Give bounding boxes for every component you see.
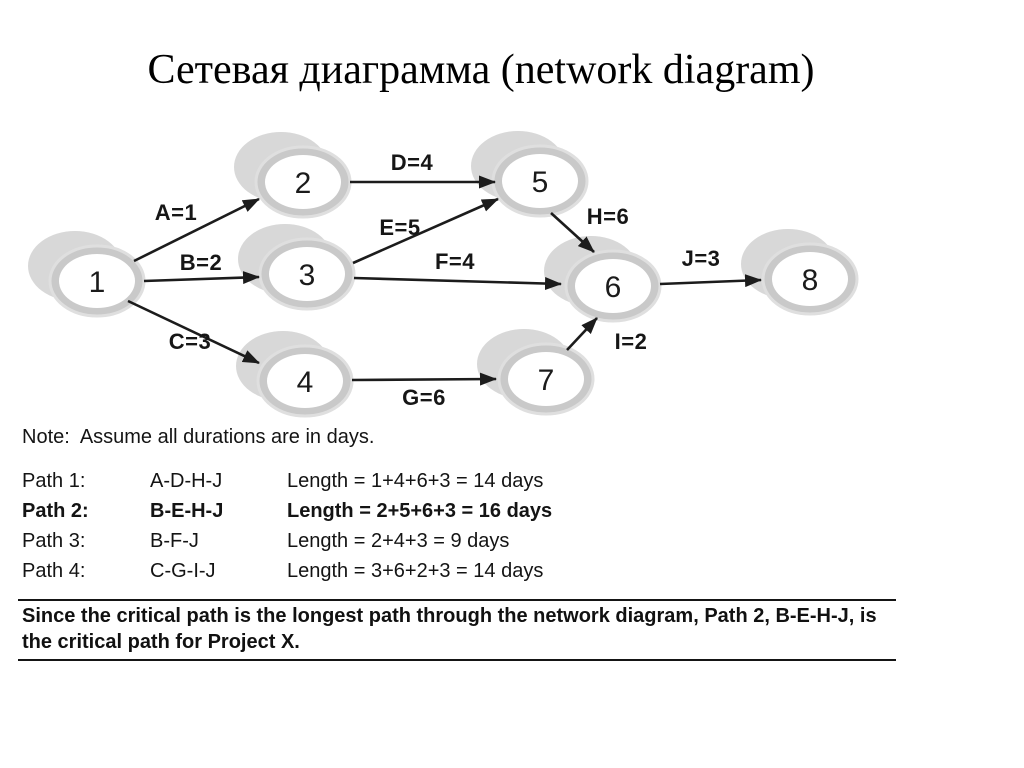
edge-A: A=1 — [133, 197, 260, 263]
path-row: Path 4: C-G-I-J Length = 3+6+2+3 = 14 days — [22, 556, 662, 586]
node-label: 5 — [532, 166, 549, 199]
edge-label: A=1 — [155, 200, 197, 225]
path-length: Length = 2+5+6+3 = 16 days — [287, 499, 553, 522]
edge-arrow — [352, 197, 499, 265]
path-row: Path 1: A-D-H-J Length = 1+4+6+3 = 14 days — [22, 466, 662, 496]
edge-F: F=4 — [353, 249, 562, 291]
path-route: A-D-H-J — [150, 469, 223, 492]
path-length: Length = 1+4+6+3 = 14 days — [287, 469, 544, 492]
node-face — [508, 352, 584, 406]
node-label: 1 — [89, 266, 106, 299]
node-face — [502, 154, 578, 208]
edge-label: D=4 — [391, 150, 434, 175]
edge-label: F=4 — [435, 249, 475, 274]
node-3: 3 — [238, 224, 356, 311]
path-label: Path 1: — [22, 469, 86, 492]
edge-label: H=6 — [587, 204, 629, 229]
edge-arrow — [566, 317, 598, 351]
edge-I: I=2 — [566, 317, 648, 354]
edge-arrow — [659, 274, 762, 288]
path-label: Path 3: — [22, 529, 86, 552]
edge-arrow — [143, 271, 260, 285]
edge-label: J=3 — [682, 246, 721, 271]
node-label: 4 — [297, 366, 314, 399]
edge-G: G=6 — [351, 372, 497, 410]
node-label: 7 — [538, 364, 555, 397]
node-2: 2 — [234, 132, 352, 219]
path-length: Length = 2+4+3 = 9 days — [287, 529, 510, 552]
node-face — [269, 247, 345, 301]
edge-label: C=3 — [169, 329, 211, 354]
path-route: B-E-H-J — [150, 499, 224, 522]
node-4: 4 — [236, 331, 354, 418]
edge-label: B=2 — [180, 250, 222, 275]
node-7: 7 — [477, 329, 595, 416]
node-8: 8 — [741, 229, 859, 316]
edge-J: J=3 — [659, 246, 762, 288]
node-face — [575, 259, 651, 313]
edge-C: C=3 — [127, 299, 260, 365]
edge-arrow — [127, 299, 260, 365]
path-list: Path 1: A-D-H-J Length = 1+4+6+3 = 14 days… — [22, 466, 662, 586]
node-label: 2 — [295, 167, 312, 200]
node-5: 5 — [471, 131, 589, 218]
page-title: Сетевая диаграмма (network diagram) — [147, 47, 815, 93]
edge-arrow — [353, 276, 562, 291]
path-label: Path 4: — [22, 559, 86, 582]
node-face — [265, 155, 341, 209]
path-route: B-F-J — [150, 529, 199, 552]
path-row: Path 3: B-F-J Length = 2+4+3 = 9 days — [22, 526, 662, 556]
divider-top — [18, 599, 896, 601]
node-label: 6 — [605, 271, 622, 304]
node-6: 6 — [544, 236, 662, 323]
conclusion-text: Since the critical path is the longest p… — [22, 605, 877, 653]
edge-D: D=4 — [350, 150, 496, 189]
path-label: Path 2: — [22, 499, 89, 522]
node-1: 1 — [28, 231, 146, 318]
edge-arrow — [351, 372, 497, 386]
divider-bottom — [18, 659, 896, 661]
path-route: C-G-I-J — [150, 559, 216, 582]
edge-label: I=2 — [615, 329, 648, 354]
edge-label: G=6 — [402, 385, 446, 410]
path-length: Length = 3+6+2+3 = 14 days — [287, 559, 544, 582]
edge-H: H=6 — [550, 204, 629, 253]
edge-arrow — [133, 197, 260, 263]
node-face — [59, 254, 135, 308]
node-face — [267, 354, 343, 408]
node-face — [772, 252, 848, 306]
edge-arrow — [550, 212, 595, 253]
path-row: Path 2: B-E-H-J Length = 2+5+6+3 = 16 days — [22, 496, 662, 526]
edge-B: B=2 — [143, 250, 260, 285]
note-text: Note: Assume all durations are in days. — [22, 426, 375, 448]
edge-label: E=5 — [379, 215, 420, 240]
node-label: 8 — [802, 264, 819, 297]
edge-E: E=5 — [352, 197, 499, 265]
node-label: 3 — [299, 259, 316, 292]
